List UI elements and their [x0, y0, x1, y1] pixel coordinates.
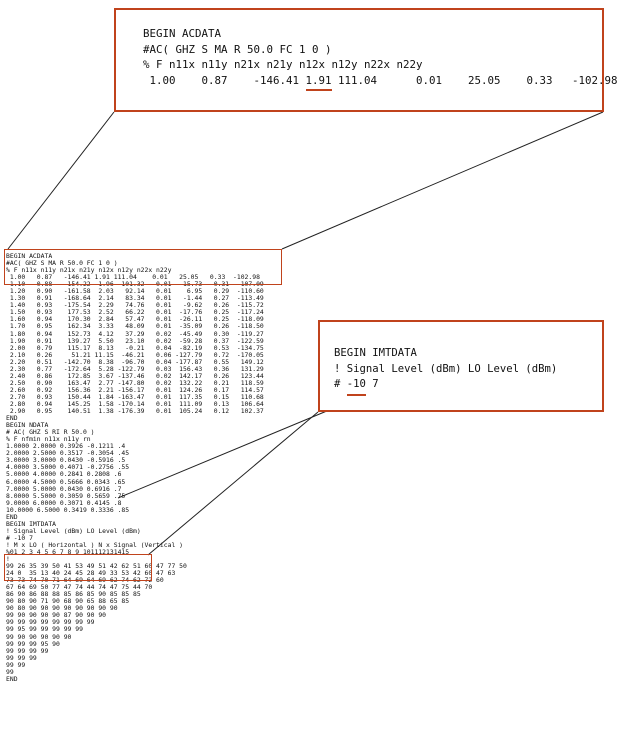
listing-line: 10.0000 6.5000 0.3419 0.3336 .85: [6, 505, 130, 514]
listing-line: END: [6, 512, 18, 521]
listing-line: !: [6, 555, 10, 564]
callout-imt-row: # -10 7: [334, 377, 602, 395]
listing-line: 5.0000 4.0000 0.2841 0.2808 .6: [6, 470, 122, 479]
listing-line: 99 26 35 39 50 41 53 49 51 42 62 51 60 4…: [6, 562, 187, 571]
listing-line: 99 90 90 90 90 90: [6, 632, 72, 641]
listing-line: 99 99 99 99: [6, 646, 49, 655]
listing-line: BEGIN ACDATA: [6, 252, 53, 260]
listing-line: 99 90 90 90 90 87 90 90 90: [6, 611, 107, 620]
listing-line: 24 0 35 13 40 24 45 28 49 33 53 42 60 47…: [6, 569, 176, 578]
row-pre: #: [334, 378, 347, 390]
listing-line: 99 99 99: [6, 653, 37, 662]
listing-line: END: [6, 674, 18, 683]
callout-values-row: 1.00 0.87 -146.41 1.91 111.04 0.01 25.05…: [143, 73, 618, 91]
listing-line: 2.30 0.77 -172.64 5.28 -122.79 0.03 156.…: [6, 364, 264, 373]
listing-line: 2.80 0.94 145.25 1.58 -170.14 0.01 111.0…: [6, 399, 264, 408]
listing-line: 2.20 0.51 -142.70 8.38 -96.70 0.04 -177.…: [6, 357, 264, 366]
listing-line: 1.40 0.93 -175.54 2.29 74.76 0.01 -9.62 …: [6, 301, 264, 310]
listing-line: 1.60 0.94 170.30 2.84 57.47 0.01 -26.11 …: [6, 315, 264, 324]
listing-line: 99 99: [6, 660, 26, 669]
callout-line: BEGIN ACDATA: [143, 27, 222, 40]
highlight-box-acdata: [4, 249, 282, 285]
listing-line: 9.0000 6.0000 0.3071 0.4145 .8: [6, 498, 122, 507]
listing-line: 1.0000 2.0000 0.3926 -0.1211 .4: [6, 442, 126, 451]
listing-line: ! Signal Level (dBm) LO Level (dBm): [6, 526, 141, 535]
listing-line: BEGIN IMTDATA: [6, 519, 57, 528]
data-file-listing: BEGIN ACDATA#AC( GHZ S MA R 50.0 FC 1 0 …: [6, 252, 264, 683]
listing-line: 1.30 0.91 -168.64 2.14 83.34 0.01 -1.44 …: [6, 294, 264, 303]
listing-line: 2.10 0.26 51.21 11.15 -46.21 0.06 -127.7…: [6, 350, 264, 359]
values-post: 111.04 0.01 25.05 0.33 -102.98: [331, 73, 618, 87]
listing-line: 2.50 0.90 163.47 2.77 -147.80 0.02 132.2…: [6, 378, 264, 387]
listing-line: 2.0000 2.5000 0.3517 -0.3054 .45: [6, 449, 130, 458]
listing-line: 2.60 0.92 156.36 2.21 -156.17 0.01 124.2…: [6, 385, 264, 394]
listing-line: %01 2 3 4 5 6 7 8 9 101112131415: [6, 547, 130, 556]
listing-line: 99 95 99 99 99 99 99: [6, 625, 83, 634]
values-pre: 1.00 0.87 -146.41: [143, 73, 306, 87]
callout-line: % F n11x n11y n21x n21y n12x n12y n22x n…: [143, 58, 423, 71]
listing-line: 6.0000 4.5000 0.5666 0.0343 .65: [6, 477, 126, 486]
listing-line: 4.0000 3.5000 0.4071 -0.2756 .55: [6, 463, 130, 472]
listing-line: # -10 7: [6, 533, 33, 542]
highlighted-value: 1.91: [305, 73, 332, 91]
listing-line: 90 80 90 71 90 68 90 65 88 65 85: [6, 597, 130, 606]
listing-line: 2.70 0.93 150.44 1.84 -163.47 0.01 117.3…: [6, 392, 264, 401]
listing-line: 1.00 0.87 -146.41 1.91 111.04 0.01 25.05…: [6, 273, 260, 282]
highlight-box-imtdata: [4, 554, 152, 581]
listing-line: 1.80 0.94 152.73 4.12 37.29 0.02 -45.49 …: [6, 329, 264, 338]
callout-acdata-zoom: BEGIN ACDATA #AC( GHZ S MA R 50.0 FC 1 0…: [114, 8, 618, 112]
callout-line: #AC( GHZ S MA R 50.0 FC 1 0 ): [143, 42, 332, 56]
listing-line: 99 99 99 95 90: [6, 639, 60, 648]
listing-line: % F n11x n11y n21x n21y n12x n12y n22x n…: [6, 266, 172, 275]
listing-line: #AC( GHZ S MA R 50.0 FC 1 0 ): [6, 259, 118, 268]
listing-line: 86 90 86 88 88 85 86 85 90 85 85 85: [6, 590, 141, 599]
listing-line: 99: [6, 667, 14, 676]
listing-line: 90 80 90 90 90 90 90 90 90 90: [6, 604, 118, 613]
row-post: 7: [365, 378, 379, 390]
listing-line: % F nfmin n11x n11y rn: [6, 435, 91, 444]
listing-line: BEGIN NDATA: [6, 421, 49, 430]
listing-line: 2.00 0.79 115.17 8.13 -0.21 0.04 -82.19 …: [6, 343, 264, 352]
listing-line: 1.50 0.93 177.53 2.52 66.22 0.01 -17.76 …: [6, 308, 264, 317]
highlighted-value: -10: [346, 377, 367, 395]
listing-line: 3.0000 3.0000 0.0430 -0.5916 .5: [6, 456, 126, 465]
listing-line: 1.20 0.90 -161.58 2.03 92.14 0.01 6.95 0…: [6, 287, 264, 296]
listing-line: 99 99 99 99 99 99 99 99: [6, 618, 95, 627]
listing-line: # AC( GHZ S RI R 50.0 ): [6, 428, 95, 437]
callout-imtdata-zoom: BEGIN IMTDATA ! Signal Level (dBm) LO Le…: [318, 320, 604, 412]
listing-line: 2.90 0.95 140.51 1.38 -176.39 0.01 105.2…: [6, 407, 264, 416]
listing-line: 8.0000 5.5000 0.3059 0.5659 .75: [6, 491, 126, 500]
listing-line: 1.70 0.95 162.34 3.33 48.09 0.01 -35.09 …: [6, 322, 264, 331]
listing-line: END: [6, 414, 18, 423]
listing-line: 67 64 69 50 77 47 74 44 74 47 75 44 70: [6, 583, 153, 592]
callout-line: BEGIN IMTDATA: [334, 347, 417, 359]
callout-line: ! Signal Level (dBm) LO Level (dBm): [334, 362, 558, 375]
listing-line: 1.90 0.91 139.27 5.50 23.10 0.02 -59.28 …: [6, 336, 264, 345]
listing-line: 7.0000 5.0000 0.0430 0.6916 .7: [6, 484, 122, 493]
listing-line: 2.40 0.86 172.85 3.67 -137.46 0.02 142.1…: [6, 371, 264, 380]
listing-line: ! M x LO ( Horizontal ) N x Signal (Vert…: [6, 540, 183, 549]
